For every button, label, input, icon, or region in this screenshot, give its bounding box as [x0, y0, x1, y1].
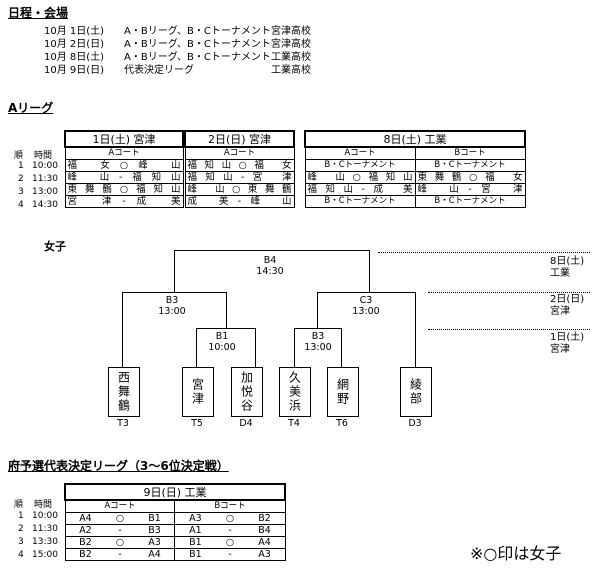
divider-line: [378, 252, 590, 253]
team-code: T3: [117, 418, 129, 429]
day2-title: 2日(日) 宮津: [184, 130, 295, 148]
bracket-heading: 女子: [44, 240, 66, 253]
match-cell: 峰 山-福知山: [64, 171, 184, 184]
match-cell: 福 女○峰 山: [64, 159, 184, 172]
team-box: 宮津: [182, 367, 214, 417]
team-code: D3: [408, 418, 422, 429]
final-league-table: 9日(日) 工業 Aコート Bコート A4 ○ B1 A3 ○ B2 A2 - …: [64, 483, 286, 561]
day8-title: 8日(土) 工業: [304, 130, 526, 148]
table-row: A2 - B3 A1 - B4: [64, 524, 286, 537]
table-row: A4 ○ B1 A3 ○ B2: [64, 512, 286, 525]
day1-table: 1日(土) 宮津 Aコート 福 女○峰 山 峰 山-福知山 東舞鶴○福知山 宮 …: [64, 130, 184, 208]
match-cell: B・Cトーナメント: [304, 159, 416, 172]
day8-table: 8日(土) 工業 Aコート Bコート B・Cトーナメント B・Cトーナメント 峰…: [304, 130, 526, 208]
final-league-heading: 府予選代表決定リーグ（3～6位決定戦）: [8, 459, 229, 473]
day8-court-a: Aコート: [304, 146, 416, 160]
team-code: T4: [288, 418, 300, 429]
divider-line: [428, 292, 590, 293]
match-cell: 福知山-宮 津: [184, 171, 295, 184]
team-box: 久美浜: [279, 367, 311, 417]
day1-court: Aコート: [64, 146, 184, 160]
team-box: 西舞鶴: [108, 367, 140, 417]
match-cell: B・Cトーナメント: [414, 159, 526, 172]
match-cell: 峰 山○東舞鶴: [184, 183, 295, 196]
schedule-heading: 日程・会場: [8, 6, 69, 20]
league-a-heading: Aリーグ: [8, 101, 54, 115]
match-cell: 福知山-成 美: [304, 183, 416, 196]
day2-table: 2日(日) 宮津 Aコート 福知山○福 女 福知山-宮 津 峰 山○東舞鶴 成 …: [184, 130, 295, 208]
team-code: D4: [239, 418, 253, 429]
court-a: Aコート: [64, 499, 176, 513]
match-cell: 峰 山○福知山: [304, 171, 416, 184]
team-code: T6: [336, 418, 348, 429]
court-b: Bコート: [174, 499, 286, 513]
match-cell: B・Cトーナメント: [304, 195, 416, 208]
day1-title: 1日(土) 宮津: [64, 130, 184, 148]
match-cell: 東舞鶴○福 女: [414, 171, 526, 184]
team-box: 網野: [327, 367, 359, 417]
day-label: 8日(土)工業: [550, 256, 585, 279]
day-label: 2日(日)宮津: [550, 294, 585, 317]
match-cell: 福知山○福 女: [184, 159, 295, 172]
time-header: 時間: [34, 500, 53, 510]
match-cell: 成 美-峰 山: [184, 195, 295, 208]
day2-court: Aコート: [184, 146, 295, 160]
match-cell: 東舞鶴○福知山: [64, 183, 184, 196]
divider-line: [428, 329, 590, 330]
time-header: 時間: [34, 151, 53, 161]
table-row: B2 - A4 B1 - A3: [64, 548, 286, 561]
footnote: ※○印は女子: [470, 544, 562, 563]
match-cell: B・Cトーナメント: [414, 195, 526, 208]
final-league-title: 9日(日) 工業: [64, 483, 286, 501]
table-row: B2 ○ A3 B1 ○ A4: [64, 536, 286, 549]
order-header: 順: [14, 500, 24, 510]
team-box: 加悦谷: [231, 367, 263, 417]
match-cell: 峰 山-宮 津: [414, 183, 526, 196]
day8-court-b: Bコート: [414, 146, 526, 160]
day-label: 1日(土)宮津: [550, 332, 585, 355]
order-header: 順: [14, 151, 24, 161]
match-cell: 宮 津-成 美: [64, 195, 184, 208]
team-box: 綾部: [400, 367, 432, 417]
team-code: T5: [191, 418, 203, 429]
